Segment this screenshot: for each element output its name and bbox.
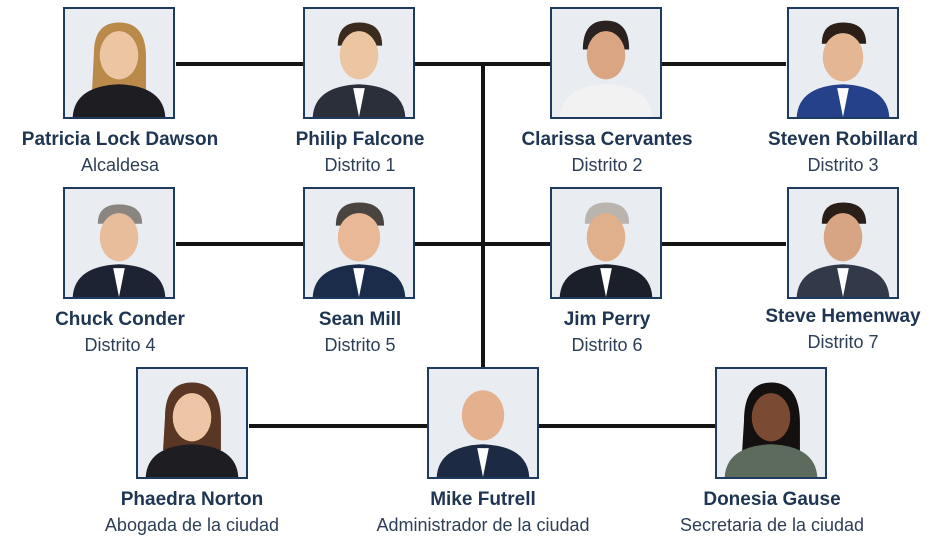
- member-card: Chuck Conder Distrito 4: [0, 308, 250, 357]
- member-name: Steven Robillard: [768, 129, 918, 150]
- member-card: Steven Robillard Distrito 3: [713, 128, 937, 177]
- member-card: Sean Mill Distrito 5: [230, 308, 490, 357]
- member-name: Donesia Gause: [703, 489, 841, 510]
- member-role: Distrito 2: [571, 155, 643, 175]
- member-role: Administrador de la ciudad: [376, 515, 590, 535]
- member-role: Distrito 5: [324, 335, 396, 355]
- member-role: Alcaldesa: [80, 155, 160, 175]
- portrait-photo: [715, 367, 827, 479]
- member-role: Distrito 4: [84, 335, 156, 355]
- member-role: Distrito 3: [807, 155, 879, 175]
- connector-row2-left: [176, 242, 304, 246]
- portrait-photo: [550, 187, 662, 299]
- portrait-photo: [550, 7, 662, 119]
- portrait-photo: [136, 367, 248, 479]
- portrait-photo: [63, 7, 175, 119]
- portrait-photo: [303, 7, 415, 119]
- portrait-photo: [787, 187, 899, 299]
- portrait-photo: [303, 187, 415, 299]
- member-name: Sean Mill: [318, 309, 402, 330]
- member-name: Steve Hemenway: [765, 306, 921, 327]
- member-card: Steve Hemenway Distrito 7: [713, 305, 937, 354]
- member-role: Secretaria de la ciudad: [679, 515, 865, 535]
- member-name: Jim Perry: [563, 309, 651, 330]
- member-card: Clarissa Cervantes Distrito 2: [477, 128, 737, 177]
- member-card: Patricia Lock Dawson Alcaldesa: [0, 128, 250, 177]
- portrait-photo: [63, 187, 175, 299]
- member-role: Distrito 7: [807, 332, 879, 352]
- connector-row1-left: [176, 62, 304, 66]
- member-role: Abogada de la ciudad: [104, 515, 280, 535]
- connector-vertical-trunk: [481, 64, 485, 370]
- member-role: Distrito 6: [571, 335, 643, 355]
- member-name: Philip Falcone: [295, 129, 425, 150]
- member-name: Mike Futrell: [430, 489, 536, 510]
- member-name: Chuck Conder: [55, 309, 185, 330]
- portrait-photo: [427, 367, 539, 479]
- member-name: Clarissa Cervantes: [521, 129, 693, 150]
- member-card: Phaedra Norton Abogada de la ciudad: [62, 488, 322, 537]
- member-card: Donesia Gause Secretaria de la ciudad: [642, 488, 902, 537]
- member-role: Distrito 1: [324, 155, 396, 175]
- portrait-photo: [787, 7, 899, 119]
- member-card: Mike Futrell Administrador de la ciudad: [353, 488, 613, 537]
- member-card: Jim Perry Distrito 6: [477, 308, 737, 357]
- member-name: Phaedra Norton: [120, 489, 264, 510]
- member-name: Patricia Lock Dawson: [21, 129, 219, 150]
- member-card: Philip Falcone Distrito 1: [230, 128, 490, 177]
